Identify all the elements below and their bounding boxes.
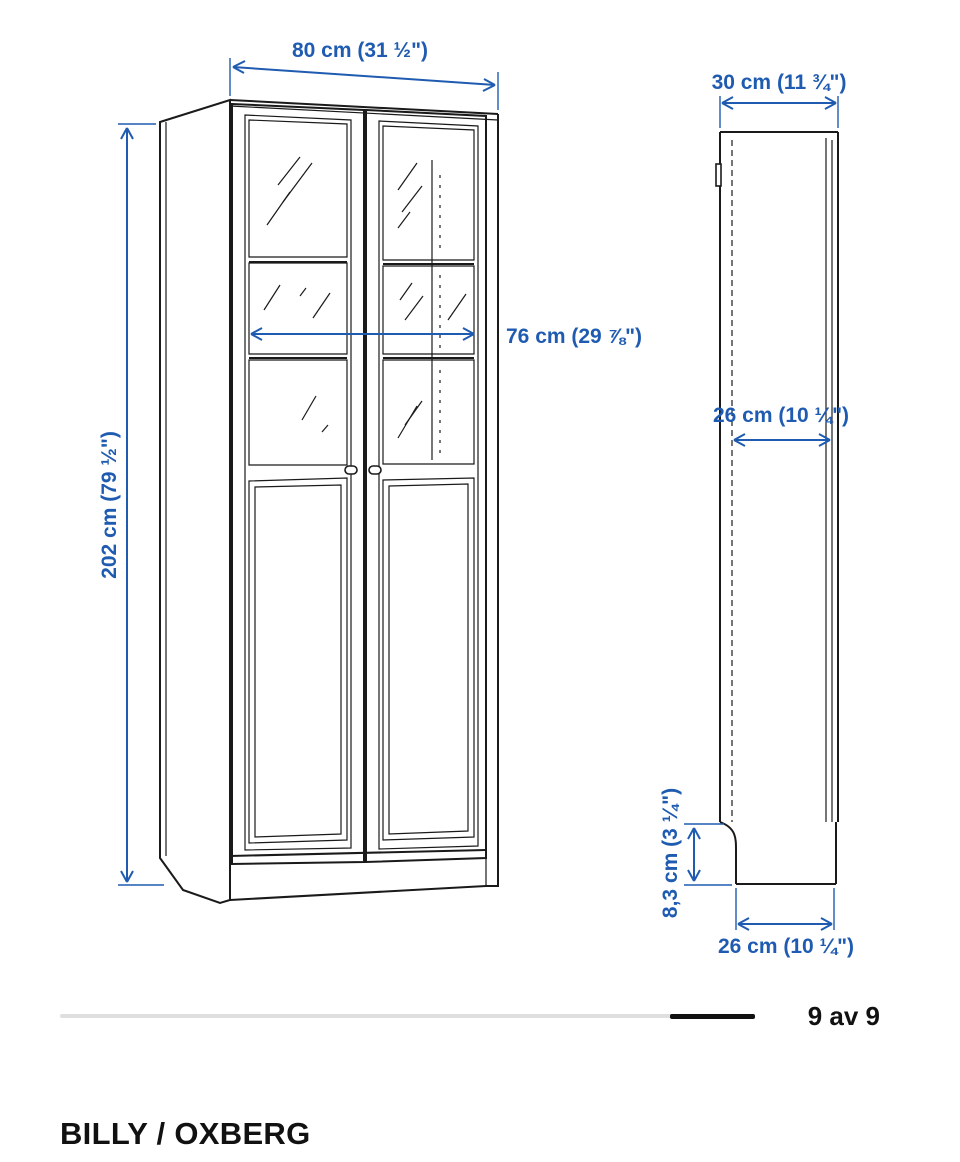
width-outer-label: 80 cm (31 ½") xyxy=(292,39,428,62)
depth-inner-label: 26 cm (10 ¼") xyxy=(713,404,849,427)
bookcase-front-view xyxy=(159,98,499,905)
plinth-height-dimension xyxy=(684,823,732,886)
width-inner-label: 76 cm (29 ⅞") xyxy=(506,325,642,348)
height-label: 202 cm (79 ½") xyxy=(98,431,121,579)
depth-outer-dimension xyxy=(719,96,839,128)
width-outer-dimension xyxy=(229,58,499,110)
depth-inner-dimension xyxy=(733,433,831,447)
gallery-progress-bar[interactable] xyxy=(60,1013,755,1019)
plinth-depth-label: 26 cm (10 ¼") xyxy=(718,935,854,958)
bookcase-side-view xyxy=(715,131,839,885)
gallery-counter: 9 av 9 xyxy=(807,1001,880,1031)
depth-outer-label: 30 cm (11 ¾") xyxy=(712,71,847,94)
gallery-progress-thumb[interactable] xyxy=(670,1013,755,1019)
product-title: BILLY / OXBERG xyxy=(60,1116,311,1151)
plinth-depth-dimension xyxy=(735,888,835,931)
plinth-height-label: 8,3 cm (3 ¼") xyxy=(659,788,682,918)
height-dimension xyxy=(118,123,164,886)
dimension-diagram: 80 cm (31 ½") 76 cm (29 ⅞") 202 cm (79 ½… xyxy=(98,39,854,958)
width-inner-dimension xyxy=(250,327,475,341)
